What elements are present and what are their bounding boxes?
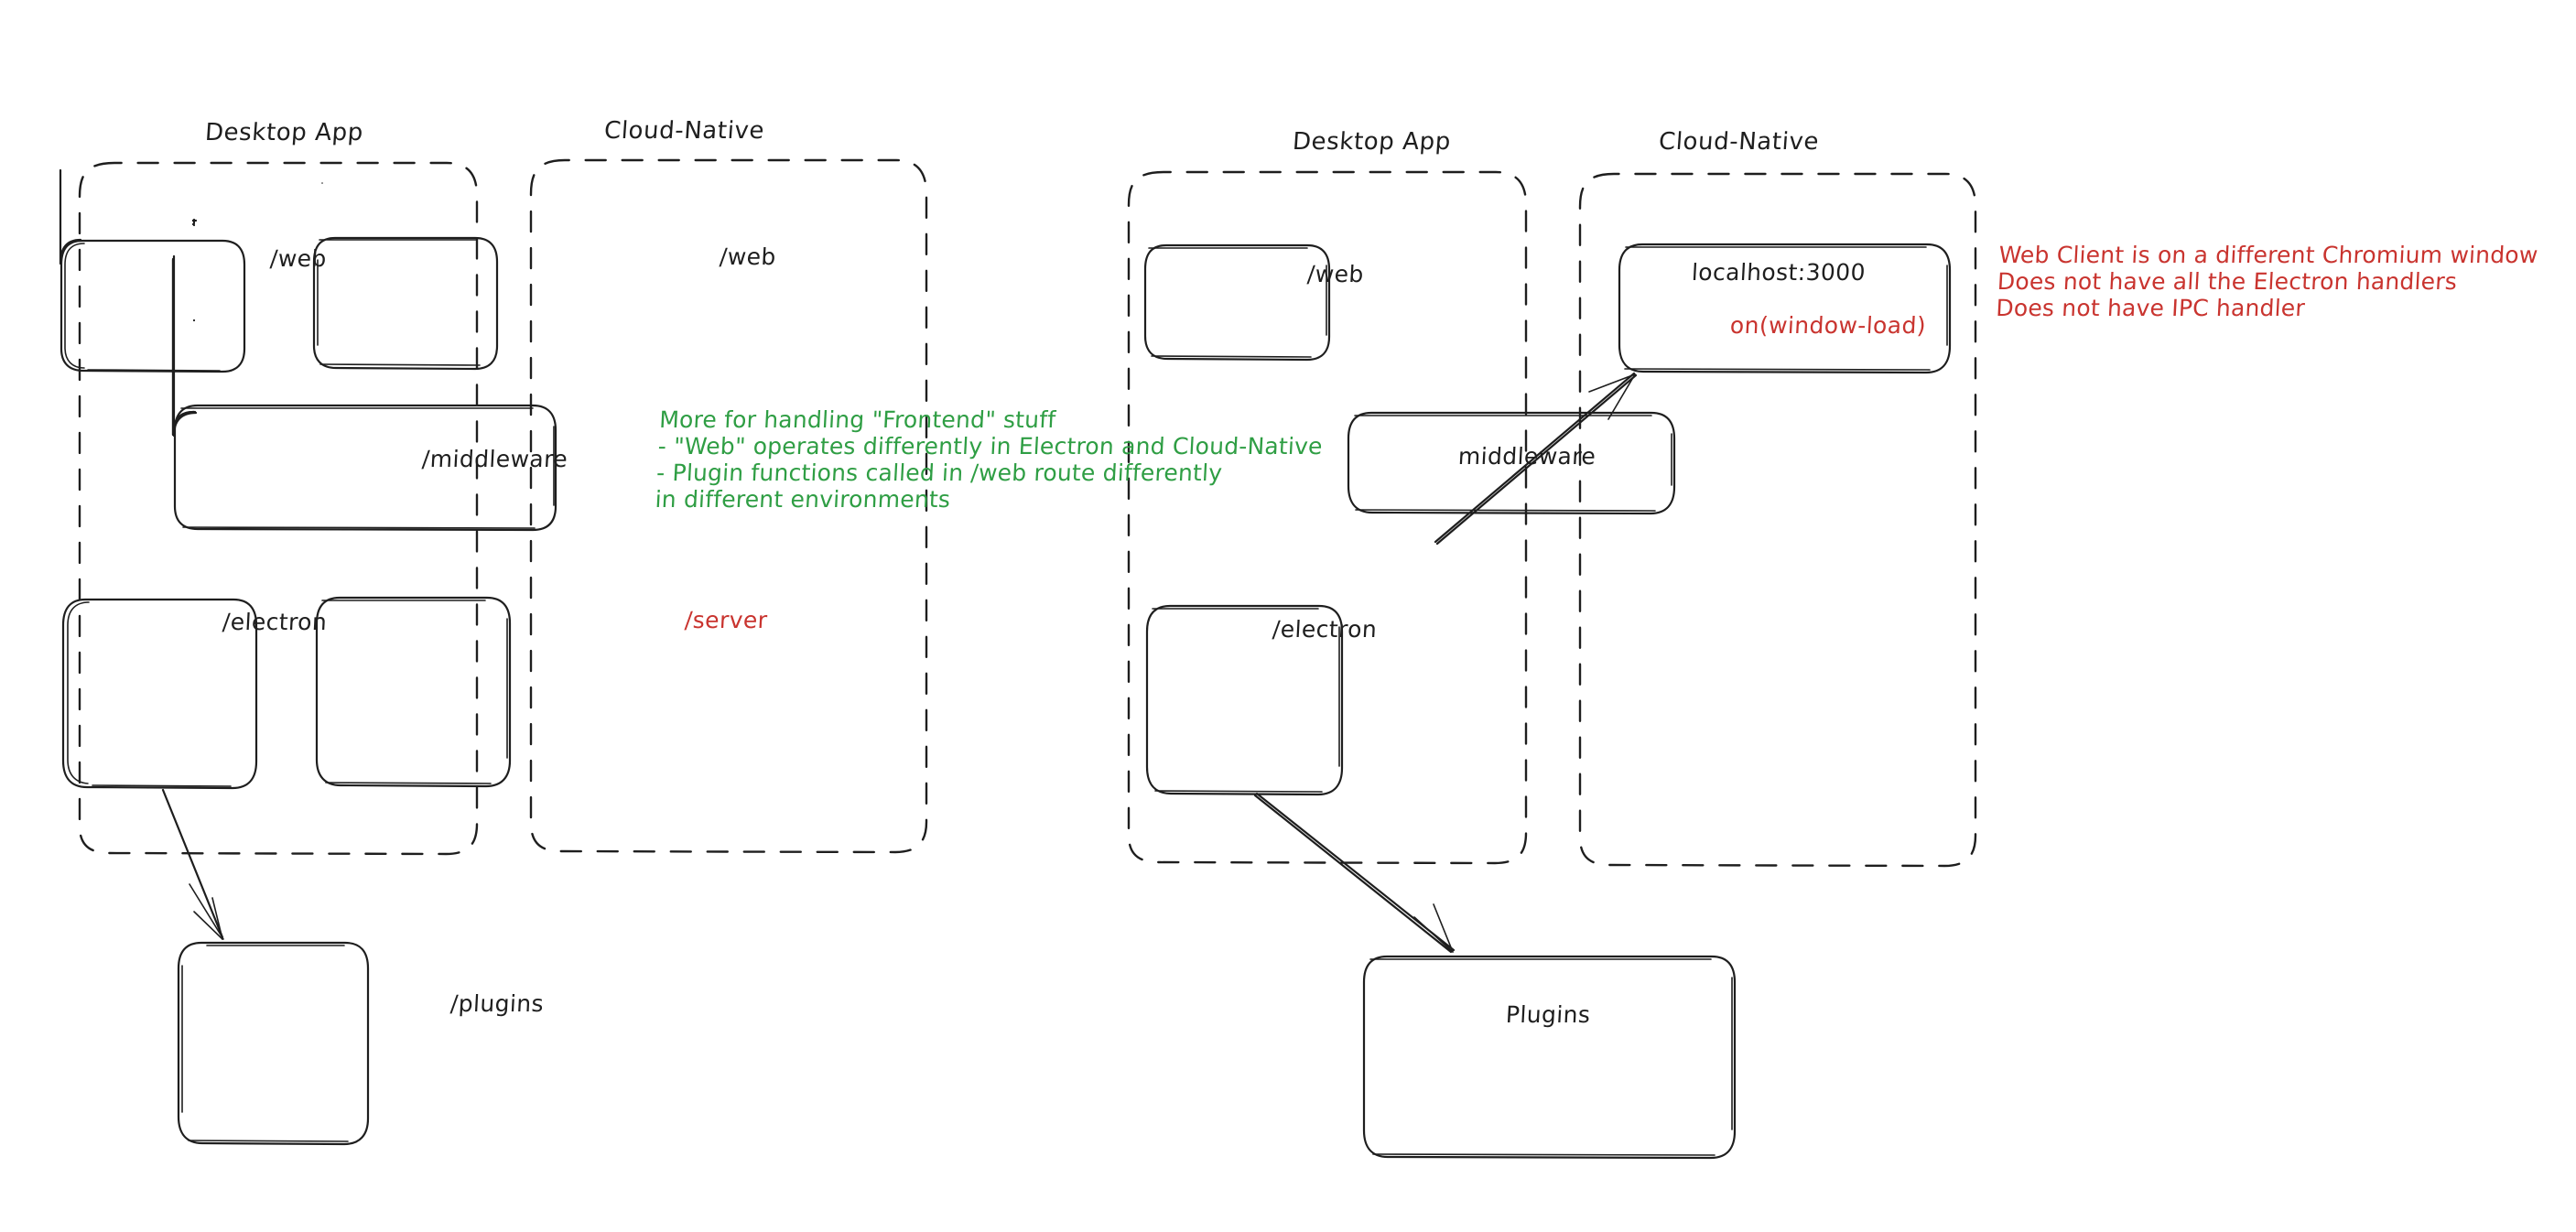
left-electron-node[interactable] [63, 600, 257, 788]
left-cloud-web-node[interactable] [314, 238, 498, 369]
left-desktop-app-title: Desktop App [203, 119, 364, 146]
right-electron-node[interactable] [1147, 606, 1343, 794]
left-plugins-label: /plugins [449, 990, 545, 1017]
red-annotation: Web Client is on a different Chromium wi… [1995, 242, 2539, 321]
right-localhost-node[interactable] [1619, 244, 1951, 373]
left-cloud-native-group[interactable] [531, 160, 926, 852]
right-middleware-node[interactable] [1348, 413, 1675, 513]
right-plugins-node[interactable] [1364, 956, 1736, 1158]
left-plugins-node[interactable] [179, 943, 369, 1144]
left-server-node[interactable] [317, 598, 511, 786]
right-desktop-web-node[interactable] [1145, 245, 1330, 360]
right-cloud-native-title: Cloud-Native [1657, 128, 1821, 156]
left-desktop-web-node[interactable] [60, 240, 245, 372]
left-cloud-native-title: Cloud-Native [602, 117, 766, 145]
left-middleware-node[interactable] [175, 405, 557, 530]
right-desktop-app-title: Desktop App [1291, 128, 1452, 156]
